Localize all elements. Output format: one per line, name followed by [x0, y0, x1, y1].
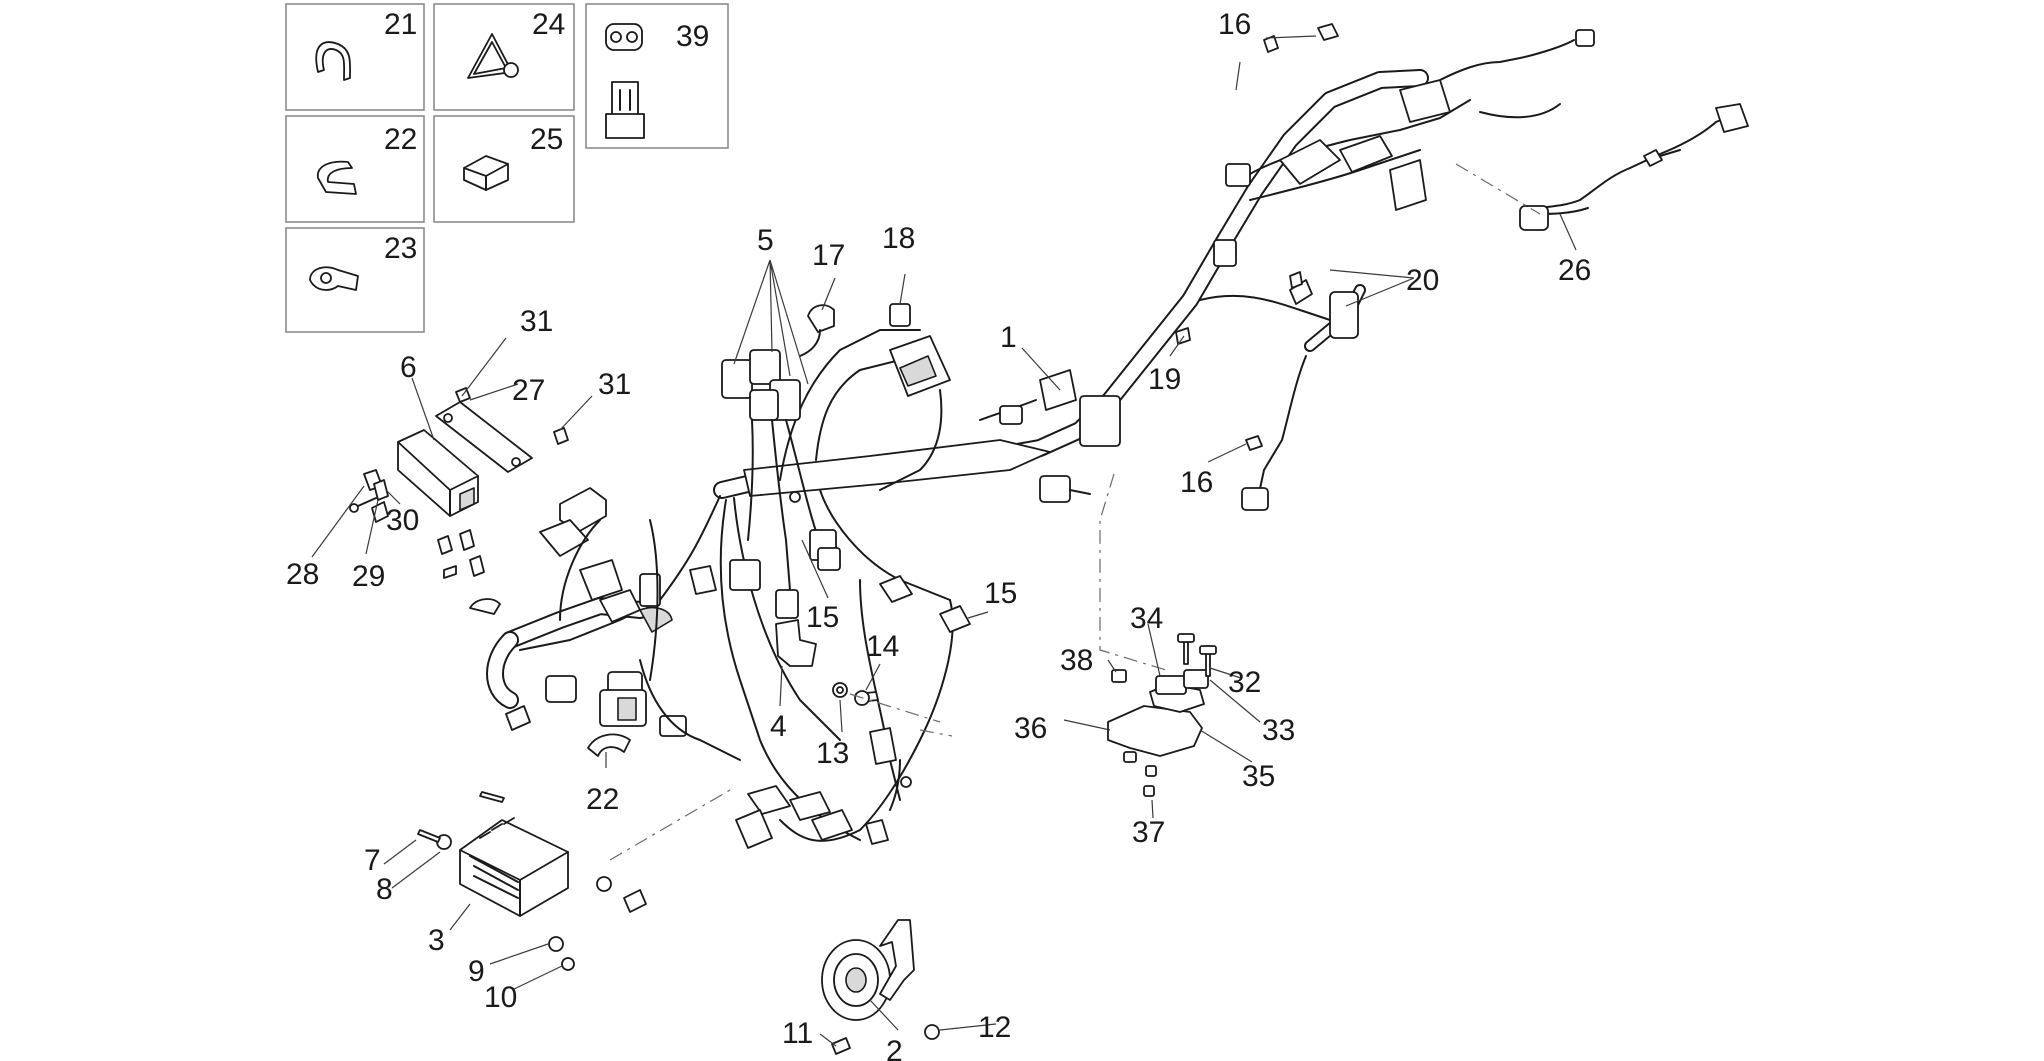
label-4: 4 [770, 710, 787, 743]
label-5: 5 [757, 224, 774, 257]
label-22-main: 22 [586, 783, 619, 816]
label-25: 25 [530, 123, 563, 156]
inset-box-23 [285, 227, 425, 333]
inset-box-24 [433, 3, 575, 111]
label-12: 12 [978, 1011, 1011, 1044]
label-26: 26 [1558, 254, 1591, 287]
label-34: 34 [1130, 602, 1163, 635]
leader-lines [311, 35, 1577, 1047]
label-9: 9 [468, 955, 485, 988]
label-18: 18 [882, 222, 915, 255]
label-29: 29 [352, 560, 385, 593]
horn-2 [821, 919, 940, 1055]
inset-box-22 [285, 115, 425, 223]
label-24: 24 [532, 8, 565, 41]
label-8: 8 [376, 873, 393, 906]
label-35: 35 [1242, 760, 1275, 793]
label-13: 13 [816, 737, 849, 770]
label-14: 14 [866, 630, 899, 663]
label-20: 20 [1406, 264, 1439, 297]
label-28: 28 [286, 558, 319, 591]
label-3: 3 [428, 924, 445, 957]
label-31-a: 31 [520, 305, 553, 338]
label-15-a: 15 [806, 601, 839, 634]
rectifier-3 [417, 791, 647, 971]
label-19: 19 [1148, 363, 1181, 396]
label-21: 21 [384, 8, 417, 41]
label-11: 11 [782, 1017, 813, 1050]
label-33: 33 [1262, 714, 1295, 747]
main-wiring-harness [486, 29, 1595, 849]
label-27: 27 [512, 374, 545, 407]
ecu-module [349, 387, 569, 517]
label-32: 32 [1228, 666, 1261, 699]
assembly-guide-lines [609, 163, 1541, 861]
label-38: 38 [1060, 644, 1093, 677]
rear-harness-26 [1519, 103, 1749, 231]
label-31-b: 31 [598, 368, 631, 401]
label-39: 39 [676, 20, 709, 53]
label-16-b: 16 [1180, 466, 1213, 499]
label-30: 30 [386, 504, 419, 537]
inset-box-21 [285, 3, 425, 111]
label-16-a: 16 [1218, 8, 1251, 41]
label-17: 17 [812, 239, 845, 272]
label-1: 1 [1000, 321, 1017, 354]
label-7: 7 [364, 844, 381, 877]
part-labels: 1 2 3 4 5 6 7 8 9 10 11 12 13 14 15 15 1… [286, 8, 1591, 1061]
inset-box-39 [585, 3, 729, 149]
label-2: 2 [886, 1035, 903, 1061]
label-36: 36 [1014, 712, 1047, 745]
bracket-assembly [1107, 633, 1217, 797]
label-15-b: 15 [984, 577, 1017, 610]
label-37: 37 [1132, 816, 1165, 849]
label-10: 10 [484, 981, 517, 1014]
label-23: 23 [384, 232, 417, 265]
label-22-inset: 22 [384, 123, 417, 156]
label-6: 6 [400, 351, 417, 384]
inset-box-25 [433, 115, 575, 223]
